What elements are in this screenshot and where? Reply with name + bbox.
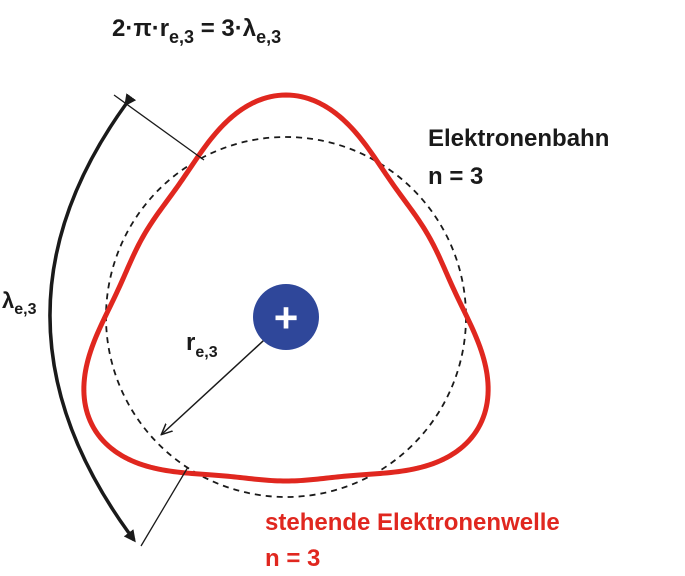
wavelength-label: λe,3	[2, 288, 37, 318]
radius-label: re,3	[186, 329, 218, 361]
nucleus: +	[253, 284, 319, 350]
nucleus-plus-sign: +	[274, 294, 299, 341]
formula: 2·π·re,3 = 3·λe,3	[112, 15, 281, 47]
standing-electron-wave	[81, 92, 491, 484]
wavelength-tick-bottom	[140, 466, 189, 547]
wavelength-arc	[48, 93, 137, 543]
orbit-label: Elektronenbahn	[428, 125, 609, 152]
wave-label: stehende Elektronenwelle	[265, 509, 560, 536]
wave-n-label: n = 3	[265, 545, 320, 572]
orbit-n-label: n = 3	[428, 163, 483, 190]
radius-line	[162, 329, 276, 434]
wavelength-tick-top	[113, 94, 205, 161]
